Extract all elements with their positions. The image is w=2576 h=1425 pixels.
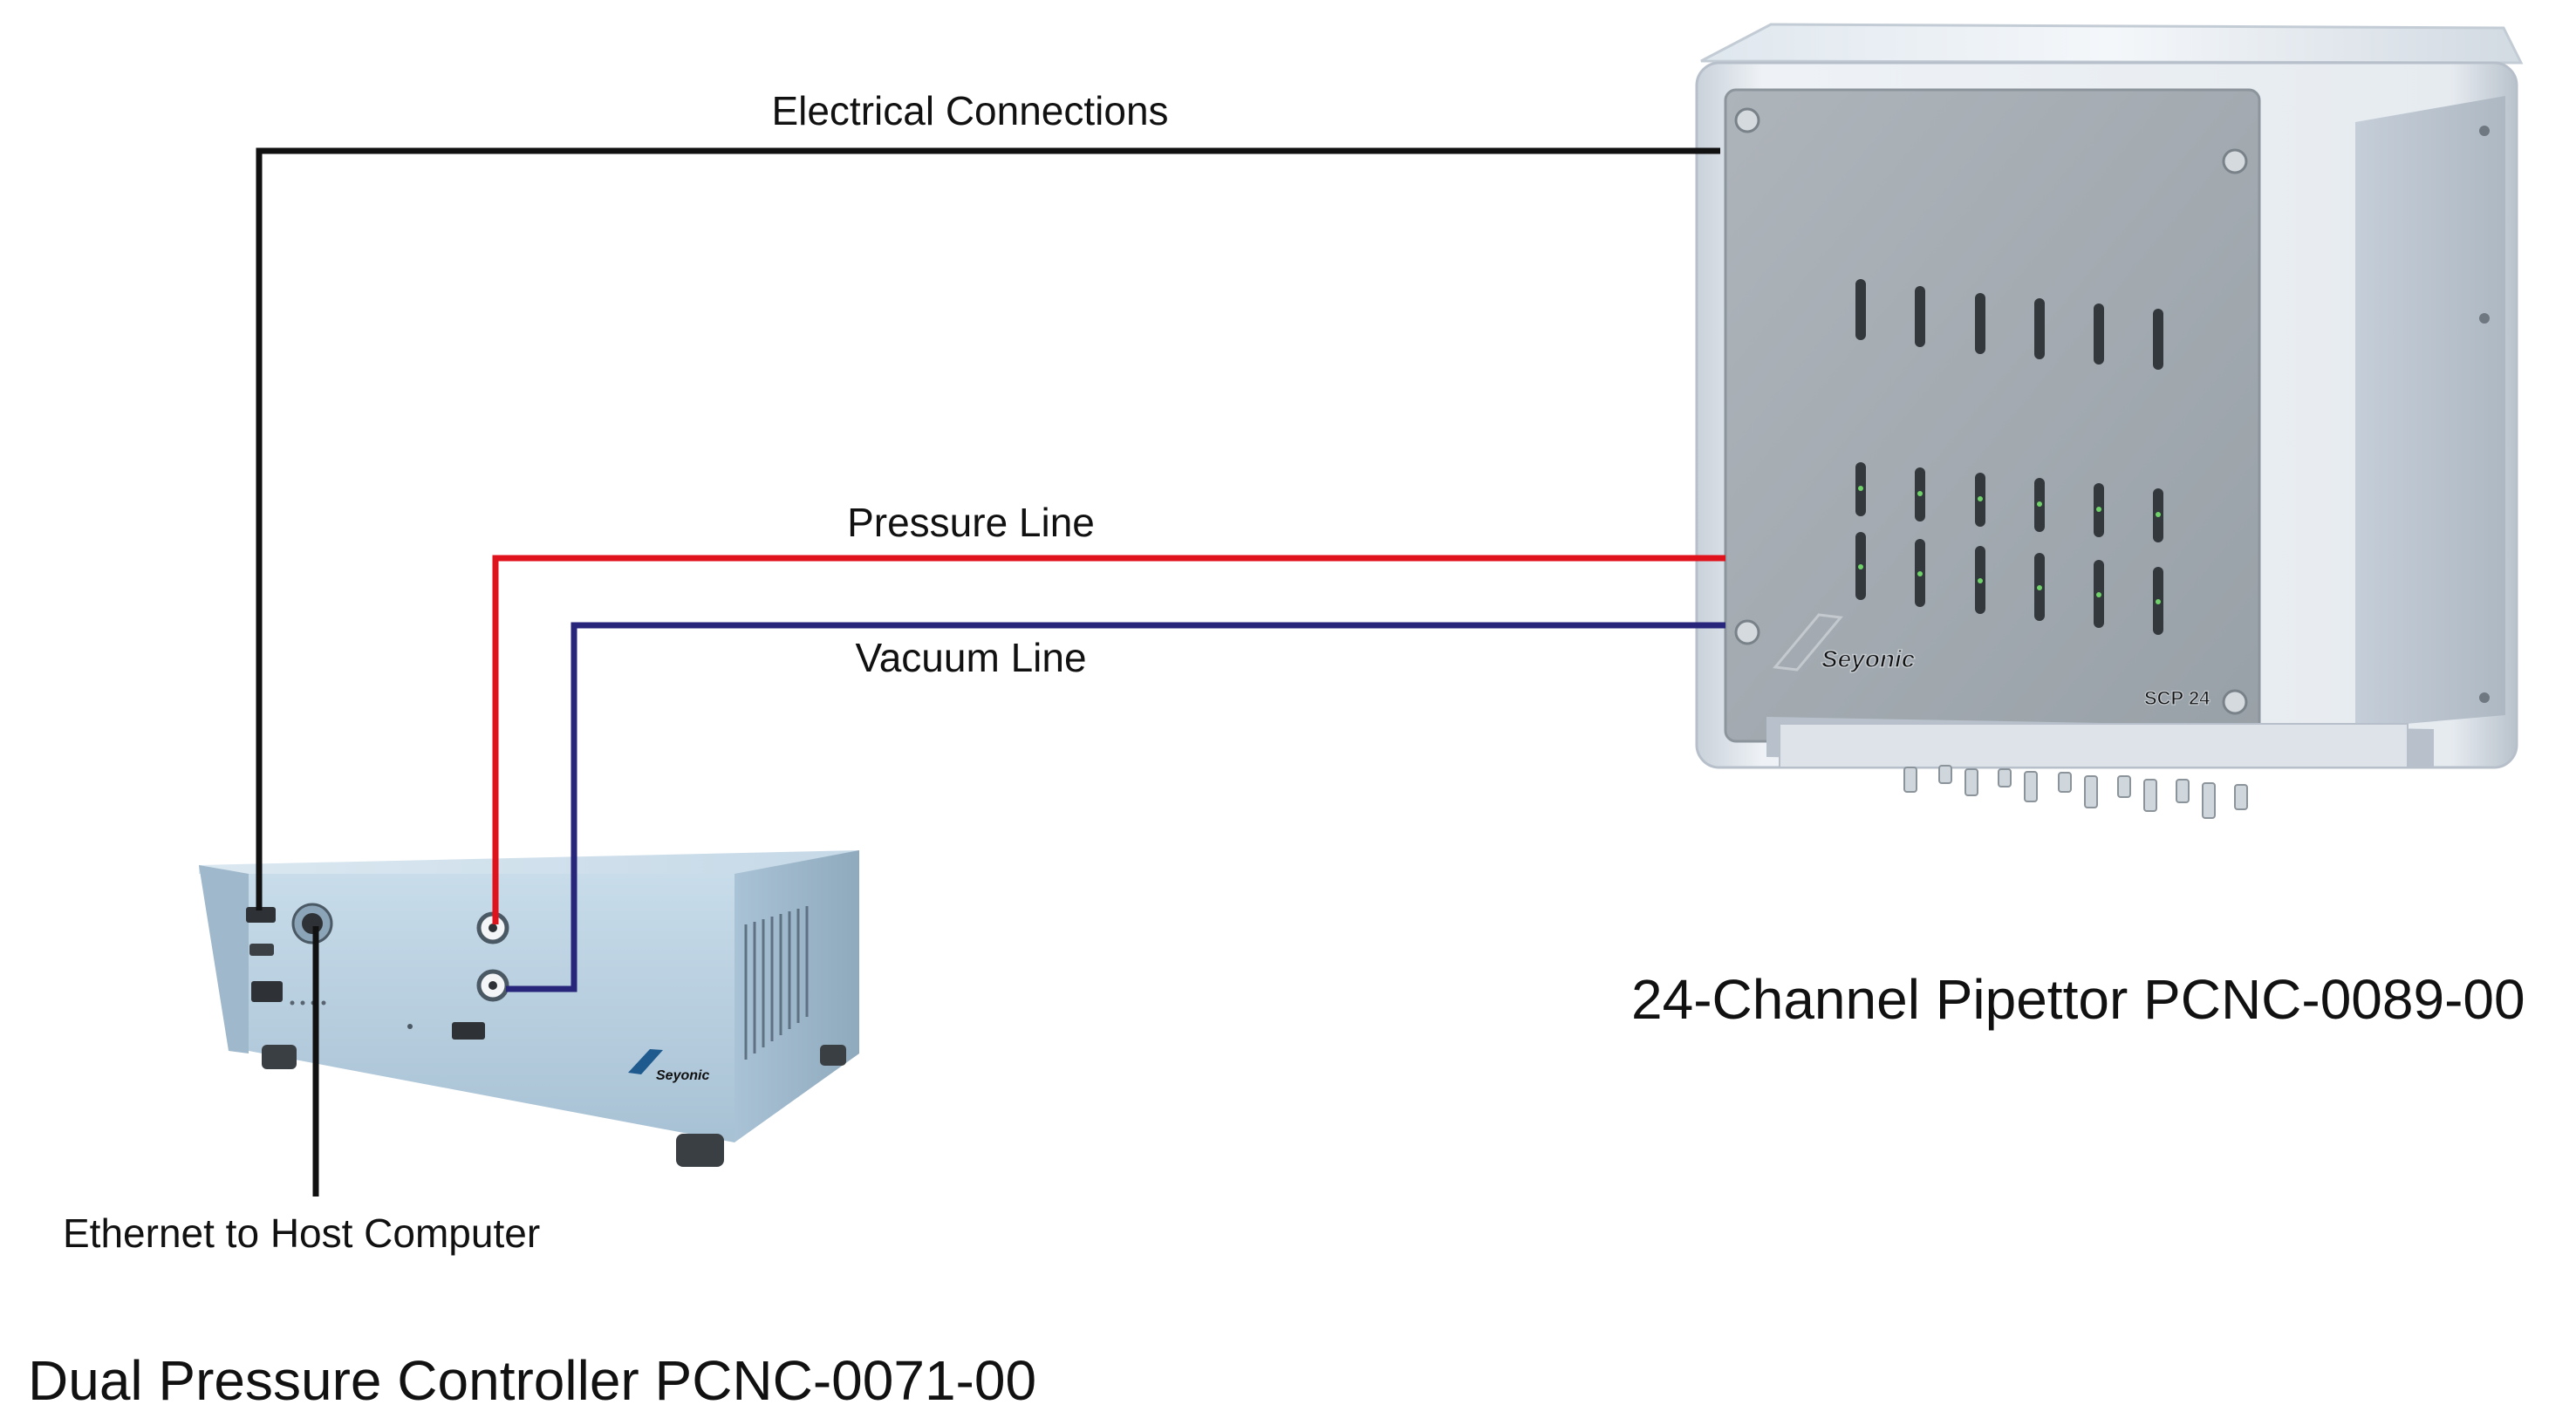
upper-slot-row — [1855, 279, 2163, 370]
slot — [1975, 293, 1985, 354]
controller-device: Seyonic — [199, 850, 859, 1167]
nozzle — [2084, 775, 2098, 808]
nozzle — [2202, 782, 2216, 819]
indicator-dot — [407, 1024, 413, 1029]
nozzle — [2024, 771, 2038, 802]
side-screw-icon — [2479, 313, 2490, 324]
controller-front — [249, 874, 735, 1142]
nozzle — [1903, 767, 1917, 793]
ethernet-label: Ethernet to Host Computer — [63, 1210, 540, 1256]
vacuum-line — [506, 622, 1725, 992]
vacuum-line-label: Vacuum Line — [855, 635, 1086, 680]
power-connector — [452, 1022, 485, 1040]
controller-left-bevel — [199, 865, 249, 1053]
foot — [676, 1134, 724, 1167]
nozzle-row — [1903, 765, 2248, 819]
controller-logo: Seyonic — [628, 1049, 709, 1083]
controller-title: Dual Pressure Controller PCNC-0071-00 — [28, 1349, 1036, 1412]
pipettor-top-surface — [1700, 23, 2524, 65]
nozzle — [1938, 765, 1952, 784]
nozzle — [1964, 768, 1978, 796]
slot — [1915, 286, 1925, 347]
pipettor-title: 24-Channel Pipettor PCNC-0089-00 — [1631, 968, 2525, 1031]
foot — [262, 1045, 297, 1069]
controller-top — [199, 850, 859, 874]
pressure-line-label: Pressure Line — [847, 500, 1095, 545]
electrical-connections-label: Electrical Connections — [771, 88, 1168, 133]
slot — [2153, 309, 2163, 370]
electrical-connection-line — [256, 147, 1720, 910]
pipettor-front-panel — [1724, 88, 2261, 743]
brand-swoosh-icon — [1773, 613, 1843, 672]
led-indicators — [1858, 486, 2161, 604]
pipettor-model-text: SCP 24 — [2144, 687, 2210, 709]
connector — [251, 981, 283, 1002]
screw-icon — [2222, 689, 2248, 715]
slot — [2094, 303, 2104, 365]
pipettor-logo: Seyonic SCP 24 — [1773, 613, 2211, 710]
side-screw-icon — [2479, 126, 2490, 136]
screw-icon — [2222, 148, 2248, 174]
pipettor-device: Seyonic SCP 24 — [1695, 23, 2524, 819]
side-screw-icon — [2479, 692, 2490, 703]
nozzle — [2234, 784, 2248, 810]
nozzle — [2176, 779, 2190, 803]
pipettor-brand-text: Seyonic — [1821, 645, 1916, 672]
nozzle — [2058, 772, 2072, 793]
slot — [2034, 298, 2045, 359]
brand-swoosh-icon — [628, 1049, 663, 1074]
electrical-connector — [246, 907, 276, 923]
screw-icon — [1734, 107, 1760, 133]
foot — [820, 1045, 846, 1066]
vent-grille — [744, 906, 809, 1060]
pipettor-tray — [1779, 723, 2409, 768]
pipettor-side-panel — [2355, 96, 2505, 728]
nozzle — [1998, 768, 2012, 788]
nozzle — [2143, 779, 2157, 812]
slot — [1855, 279, 1866, 340]
ethernet-jack — [302, 913, 323, 934]
pressure-line — [492, 555, 1725, 924]
nozzle — [2117, 775, 2131, 798]
controller-brand-text: Seyonic — [656, 1068, 709, 1083]
screw-icon — [1734, 619, 1760, 645]
panel-screws — [1734, 107, 2248, 715]
connector — [249, 944, 274, 956]
